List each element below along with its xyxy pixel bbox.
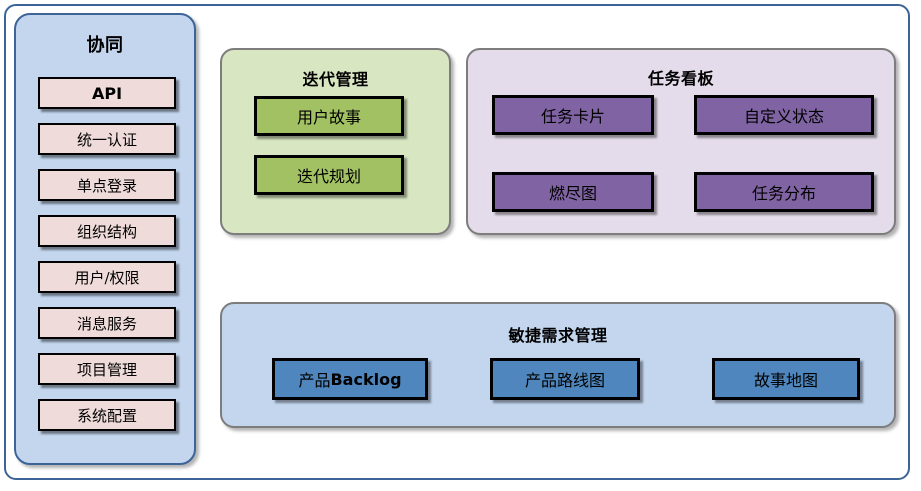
sidebar-item-sso[interactable]: 单点登录 [38,169,176,201]
task-board-title: 任务看板 [647,69,714,88]
agile-requirement-title: 敏捷需求管理 [508,326,608,345]
iteration-item-user-story[interactable]: 用户故事 [254,96,404,136]
taskboard-item-task-card[interactable]: 任务卡片 [492,95,654,135]
iteration-item-iteration-plan[interactable]: 迭代规划 [254,155,404,195]
taskboard-item-task-distribution[interactable]: 任务分布 [694,172,874,212]
iteration-management-title: 迭代管理 [302,70,369,89]
sidebar-item-system-config[interactable]: 系统配置 [38,399,176,431]
sidebar-item-message-service[interactable]: 消息服务 [38,307,176,339]
sidebar-item-user-permission[interactable]: 用户/权限 [38,261,176,293]
sidebar-item-org-structure[interactable]: 组织结构 [38,215,176,247]
taskboard-item-custom-status[interactable]: 自定义状态 [694,95,874,135]
agile-item-product-backlog-suffix: Backlog [330,369,402,389]
task-board-panel[interactable]: 任务看板 任务卡片 自定义状态 燃尽图 任务分布 [466,48,896,235]
agile-item-product-roadmap[interactable]: 产品路线图 [490,358,640,400]
sidebar-title: 协同 [86,35,124,56]
sidebar-item-project-management[interactable]: 项目管理 [38,353,176,385]
agile-item-product-backlog-prefix: 产品 [298,371,331,390]
taskboard-item-burndown-chart[interactable]: 燃尽图 [492,172,654,212]
agile-item-story-map[interactable]: 故事地图 [712,358,860,400]
sidebar-item-api[interactable]: API [38,77,176,109]
sidebar-item-unified-auth[interactable]: 统一认证 [38,123,176,155]
iteration-management-panel[interactable]: 迭代管理 用户故事 迭代规划 [220,48,451,235]
sidebar-panel-collaboration[interactable]: 协同 API 统一认证 单点登录 组织结构 用户/权限 消息服务 项目管理 系统… [14,13,196,465]
